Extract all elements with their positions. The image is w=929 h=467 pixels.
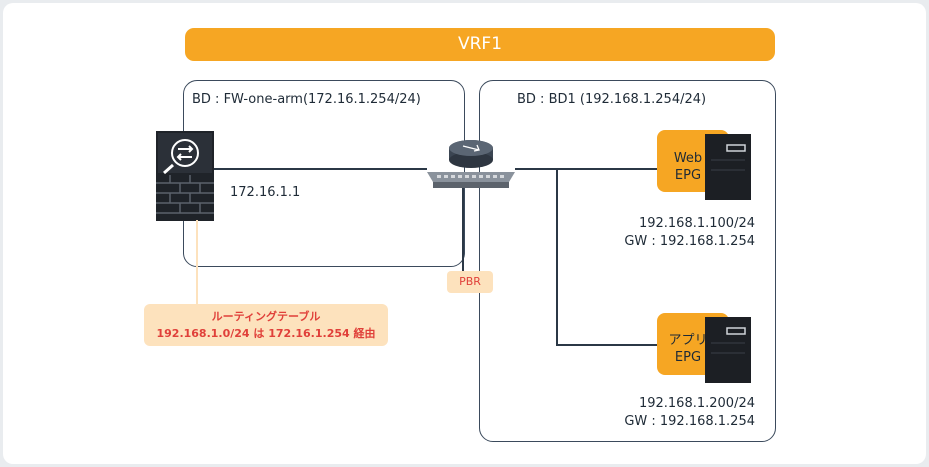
- web-epg-label: Web EPG: [662, 150, 714, 184]
- vrf-banner: VRF1: [185, 28, 775, 61]
- link-fw-router: [214, 168, 427, 170]
- app-epg-name-line1: アプリ: [668, 333, 708, 348]
- bd-fw-one-arm-label: BD : FW-one-arm(172.16.1.254/24): [192, 92, 421, 107]
- routing-table-entry: 192.168.1.0/24 は 172.16.1.254 経由: [156, 327, 376, 340]
- link-vertical: [556, 168, 558, 346]
- link-router-web: [515, 168, 662, 170]
- routing-table-title: ルーティングテーブル: [211, 310, 321, 323]
- router-switch-icon: [427, 136, 515, 194]
- pbr-connector: [462, 188, 464, 271]
- web-epg-address: 192.168.1.100/24 GW : 192.168.1.254: [624, 215, 755, 251]
- firewall-ip: 172.16.1.1: [230, 185, 301, 200]
- web-epg-server-icon: [657, 130, 754, 206]
- firewall-icon: [156, 131, 214, 225]
- web-epg-gateway: GW : 192.168.1.254: [624, 234, 755, 249]
- bd-fw-one-arm: [183, 80, 465, 267]
- app-epg-server-icon: [657, 313, 754, 389]
- app-epg-label: アプリ EPG: [662, 332, 714, 366]
- web-epg-ip: 192.168.1.100/24: [638, 216, 755, 231]
- app-epg-address: 192.168.1.200/24 GW : 192.168.1.254: [624, 395, 755, 431]
- app-epg-ip: 192.168.1.200/24: [638, 396, 755, 411]
- routing-table-callout: ルーティングテーブル 192.168.1.0/24 は 172.16.1.254…: [144, 304, 388, 346]
- bd-bd1-label: BD : BD1 (192.168.1.254/24): [517, 92, 707, 107]
- bd-bd1: [479, 80, 776, 442]
- web-epg-name-line1: Web: [673, 151, 703, 166]
- link-router-app: [556, 344, 662, 346]
- routing-callout-connector: [196, 220, 198, 304]
- vrf-label: VRF1: [457, 34, 503, 54]
- app-epg-name-line2: EPG: [674, 350, 702, 365]
- app-epg-gateway: GW : 192.168.1.254: [624, 414, 755, 429]
- pbr-label: PBR: [459, 275, 481, 288]
- web-epg-name-line2: EPG: [674, 168, 702, 183]
- pbr-tag: PBR: [447, 271, 493, 293]
